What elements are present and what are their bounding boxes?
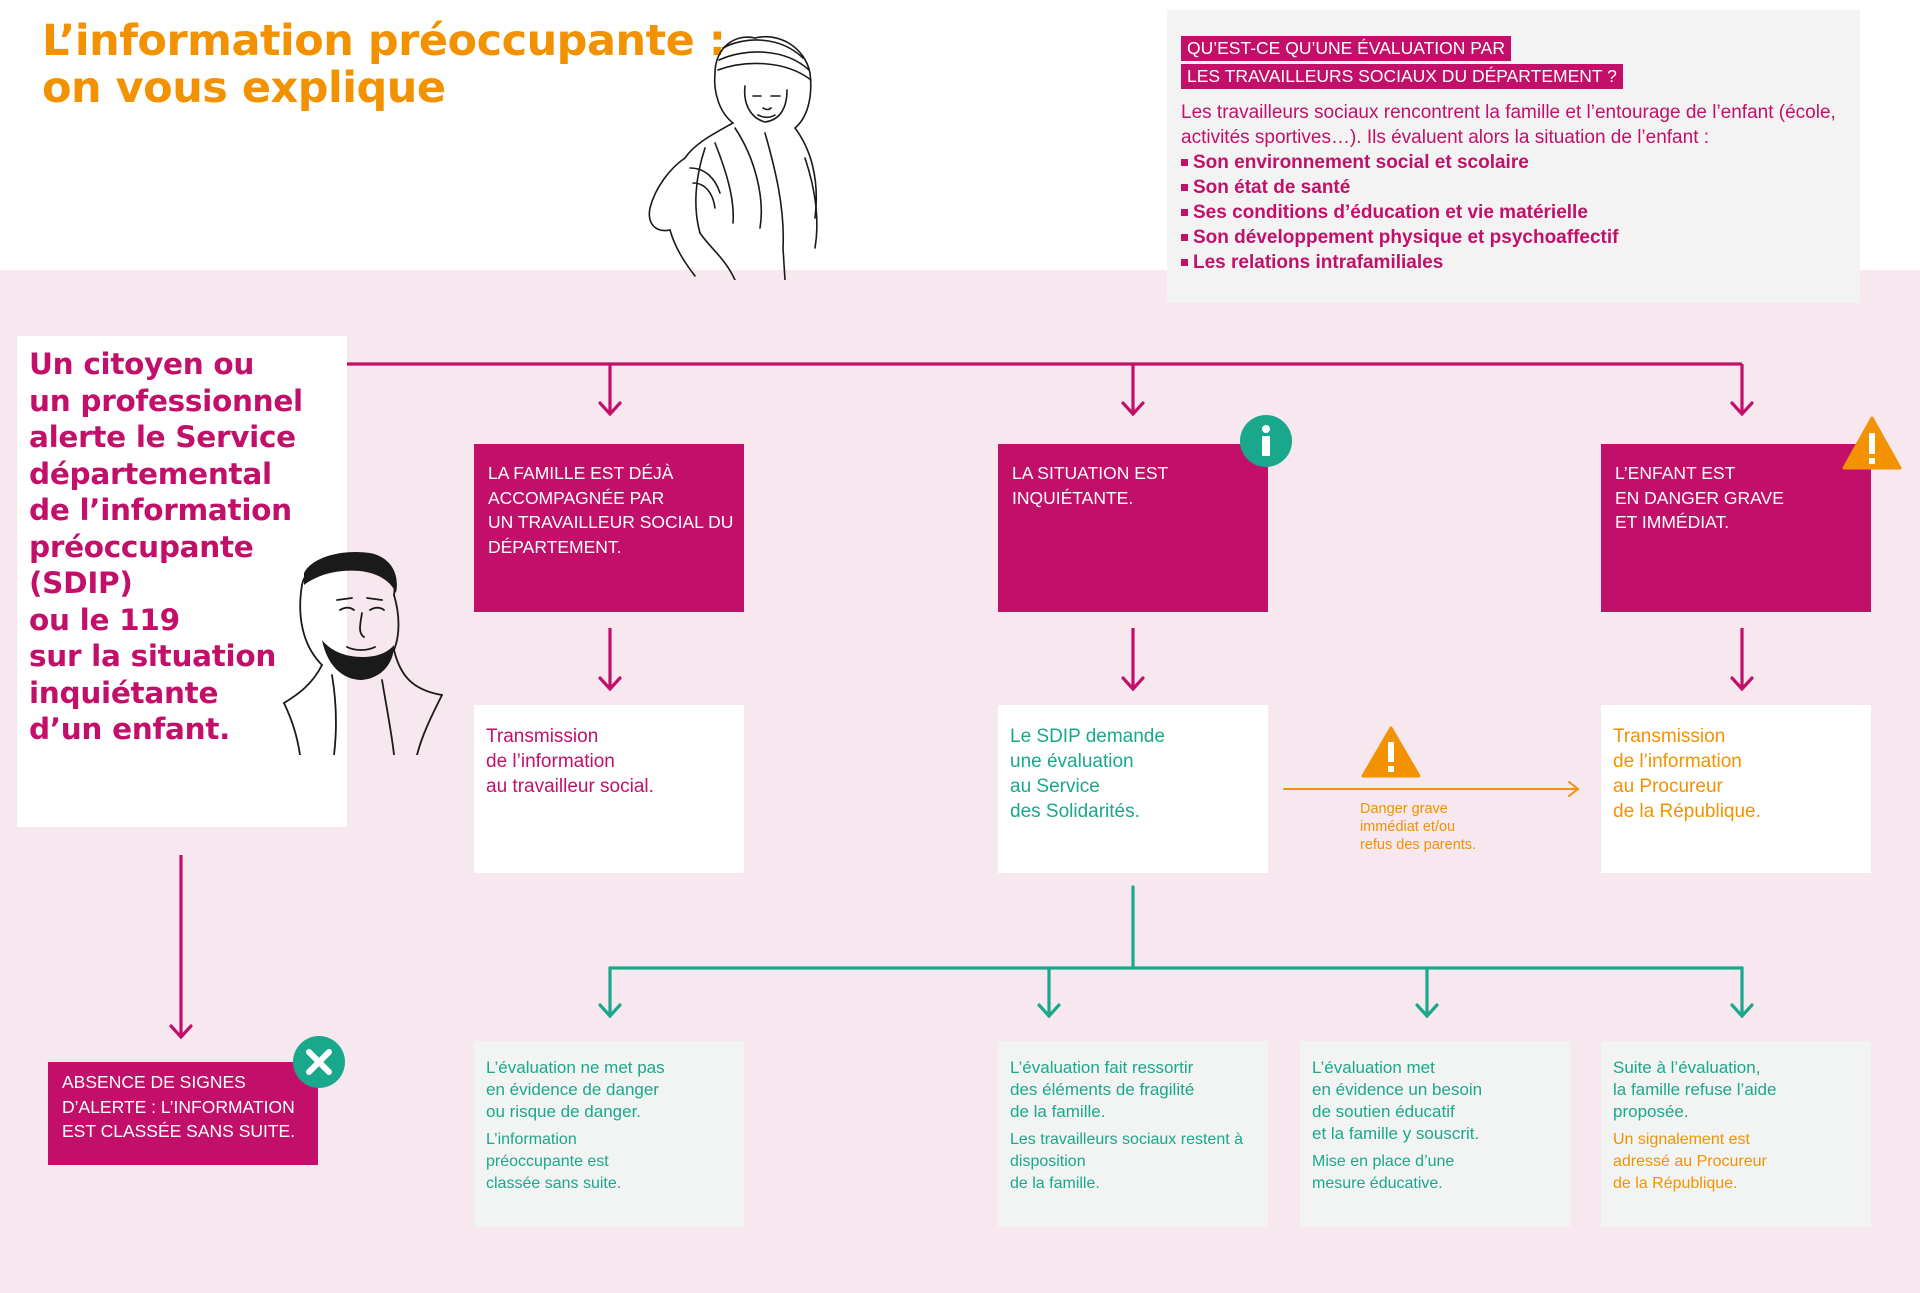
title-line-1: L’information préoccupante : bbox=[42, 16, 726, 66]
alert-source-line: (SDIP) bbox=[29, 566, 133, 600]
evaluation-heading-line-2: LES TRAVAILLEURS SOCIAUX DU DÉPARTEMENT … bbox=[1181, 64, 1623, 89]
result-sub-line: adressé au Procureur bbox=[1613, 1153, 1767, 1170]
warning-icon bbox=[1842, 416, 1902, 470]
result-sub: Mise en place d’une mesure éducative. bbox=[1312, 1151, 1558, 1195]
result-line: des éléments de fragilité bbox=[1010, 1080, 1195, 1099]
outcome-line: de l’information bbox=[486, 751, 615, 772]
result-line: proposée. bbox=[1613, 1102, 1689, 1121]
result-sub: Un signalement est adressé au Procureur … bbox=[1613, 1129, 1859, 1195]
result-sub-line: Les travailleurs sociaux restent à bbox=[1010, 1131, 1243, 1148]
alert-source-line: préoccupante bbox=[29, 529, 254, 564]
case-box-worrying-situation: LA SITUATION EST INQUIÉTANTE. bbox=[998, 444, 1268, 612]
case-line: L’ENFANT EST bbox=[1615, 463, 1736, 483]
result-line: ou risque de danger. bbox=[486, 1102, 642, 1121]
result-sub-line: Mise en place d’une bbox=[1312, 1153, 1455, 1170]
evaluation-criterion: Son environnement social et scolaire bbox=[1181, 150, 1846, 175]
danger-note-line: refus des parents. bbox=[1360, 837, 1477, 853]
evaluation-intro: Les travailleurs sociaux rencontrent la … bbox=[1181, 102, 1836, 148]
evaluation-criteria-list: Son environnement social et scolaire Son… bbox=[1181, 150, 1846, 275]
bearded-man-sketch bbox=[283, 551, 443, 755]
result-line: et la famille y souscrit. bbox=[1312, 1124, 1480, 1143]
info-icon bbox=[1240, 415, 1292, 467]
result-line: de la famille. bbox=[1010, 1102, 1106, 1121]
alert-source-line: départemental bbox=[29, 456, 272, 491]
case-line: EN DANGER GRAVE bbox=[1615, 487, 1784, 508]
evaluation-criterion: Son état de santé bbox=[1181, 175, 1846, 200]
alert-source-box: Un citoyen ou un professionnel alerte le… bbox=[17, 336, 347, 827]
result-sub-line: classée sans suite. bbox=[486, 1175, 622, 1192]
outcome-line: Transmission bbox=[486, 726, 599, 747]
case-line: ET IMMÉDIAT. bbox=[1615, 512, 1730, 532]
no-alert-box: ABSENCE DE SIGNES D’ALERTE : L’INFORMATI… bbox=[48, 1062, 318, 1165]
alert-source-text: Un citoyen ou un professionnel alerte le… bbox=[29, 346, 335, 748]
outcome-line: de l’information bbox=[1613, 751, 1742, 772]
result-line: Suite à l’évaluation, bbox=[1613, 1058, 1761, 1077]
evaluation-criterion: Son développement physique et psychoaffe… bbox=[1181, 225, 1846, 250]
outcome-line: au Procureur bbox=[1613, 776, 1723, 797]
evaluation-criterion: Les relations intrafamiliales bbox=[1181, 250, 1846, 275]
close-icon bbox=[293, 1036, 345, 1088]
outcome-line: au travailleur social. bbox=[486, 776, 654, 797]
result-box-educational-support: L’évaluation met en évidence un besoin d… bbox=[1300, 1041, 1570, 1227]
result-line: L’évaluation met bbox=[1312, 1058, 1435, 1077]
danger-warning-icon bbox=[1361, 726, 1421, 778]
alert-source-line: de l’information bbox=[29, 493, 292, 527]
outcome-line: Transmission bbox=[1613, 726, 1726, 747]
outcome-box-transmission-prosecutor: Transmission de l’information au Procure… bbox=[1601, 705, 1871, 873]
result-sub-line: mesure éducative. bbox=[1312, 1175, 1443, 1192]
case-box-immediate-danger: L’ENFANT EST EN DANGER GRAVE ET IMMÉDIAT… bbox=[1601, 444, 1871, 612]
result-sub: Les travailleurs sociaux restent à dispo… bbox=[1010, 1129, 1256, 1195]
no-alert-line: ABSENCE DE SIGNES bbox=[62, 1072, 246, 1092]
alert-source-line: ou le 119 bbox=[29, 602, 180, 637]
result-sub: L’information préoccupante est classée s… bbox=[486, 1129, 732, 1195]
danger-note-line: Danger grave bbox=[1360, 801, 1448, 817]
evaluation-heading-line-1: QU’EST-CE QU’UNE ÉVALUATION PAR bbox=[1181, 36, 1511, 61]
outcome-line: une évaluation bbox=[1010, 751, 1134, 772]
case-box-family-accompanied: LA FAMILLE EST DÉJÀ ACCOMPAGNÉE PAR UN T… bbox=[474, 444, 744, 612]
alert-source-line: Un citoyen ou bbox=[29, 347, 255, 381]
evaluation-info-box: QU’EST-CE QU’UNE ÉVALUATION PAR LES TRAV… bbox=[1167, 10, 1860, 303]
case-line: DÉPARTEMENT. bbox=[488, 536, 622, 557]
result-box-family-refuses: Suite à l’évaluation, la famille refuse … bbox=[1601, 1041, 1871, 1227]
case-line: LA FAMILLE EST DÉJÀ bbox=[488, 463, 674, 483]
result-line: la famille refuse l’aide bbox=[1613, 1080, 1777, 1099]
result-sub-line: disposition bbox=[1010, 1153, 1086, 1170]
result-sub-line: Un signalement est bbox=[1613, 1131, 1750, 1148]
result-sub-line: de la famille. bbox=[1010, 1175, 1100, 1192]
page-title: L’information préoccupante : on vous exp… bbox=[42, 16, 726, 113]
case-line: INQUIÉTANTE. bbox=[1012, 487, 1134, 508]
outcome-box-transmission-social-worker: Transmission de l’information au travail… bbox=[474, 705, 744, 873]
alert-source-line: alerte le Service bbox=[29, 420, 296, 454]
case-line: ACCOMPAGNÉE PAR bbox=[488, 487, 665, 508]
case-line: UN TRAVAILLEUR SOCIAL DU bbox=[488, 512, 734, 532]
title-line-2: on vous explique bbox=[42, 63, 446, 113]
no-alert-line: EST CLASSÉE SANS SUITE. bbox=[62, 1121, 296, 1141]
outcome-line: des Solidarités. bbox=[1010, 801, 1140, 822]
result-line: en évidence de danger bbox=[486, 1080, 659, 1099]
result-sub-line: de la République. bbox=[1613, 1175, 1738, 1192]
woman-with-backpack-sketch bbox=[648, 35, 818, 280]
no-alert-line: D’ALERTE : L’INFORMATION bbox=[62, 1096, 295, 1117]
result-line: L’évaluation ne met pas bbox=[486, 1058, 665, 1077]
danger-note-line: immédiat et/ou bbox=[1360, 819, 1456, 835]
alert-source-line: un professionnel bbox=[29, 383, 303, 418]
outcome-box-evaluation-request: Le SDIP demande une évaluation au Servic… bbox=[998, 705, 1268, 873]
result-line: en évidence un besoin bbox=[1312, 1080, 1483, 1099]
outcome-line: de la République. bbox=[1613, 801, 1761, 822]
result-line: de soutien éducatif bbox=[1312, 1102, 1455, 1121]
alert-source-line: d’un enfant. bbox=[29, 712, 231, 746]
result-sub-line: L’information bbox=[486, 1131, 577, 1148]
alert-source-line: inquiétante bbox=[29, 675, 219, 710]
evaluation-criterion: Ses conditions d’éducation et vie matéri… bbox=[1181, 200, 1846, 225]
result-sub-line: préoccupante est bbox=[486, 1153, 609, 1170]
result-box-no-danger: L’évaluation ne met pas en évidence de d… bbox=[474, 1041, 744, 1227]
outcome-line: Le SDIP demande bbox=[1010, 726, 1165, 747]
danger-note: Danger grave immédiat et/ou refus des pa… bbox=[1360, 800, 1476, 854]
alert-source-line: sur la situation bbox=[29, 639, 277, 673]
case-line: LA SITUATION EST bbox=[1012, 463, 1169, 483]
result-line: L’évaluation fait ressortir bbox=[1010, 1058, 1194, 1077]
result-box-fragility: L’évaluation fait ressortir des éléments… bbox=[998, 1041, 1268, 1227]
outcome-line: au Service bbox=[1010, 776, 1100, 797]
